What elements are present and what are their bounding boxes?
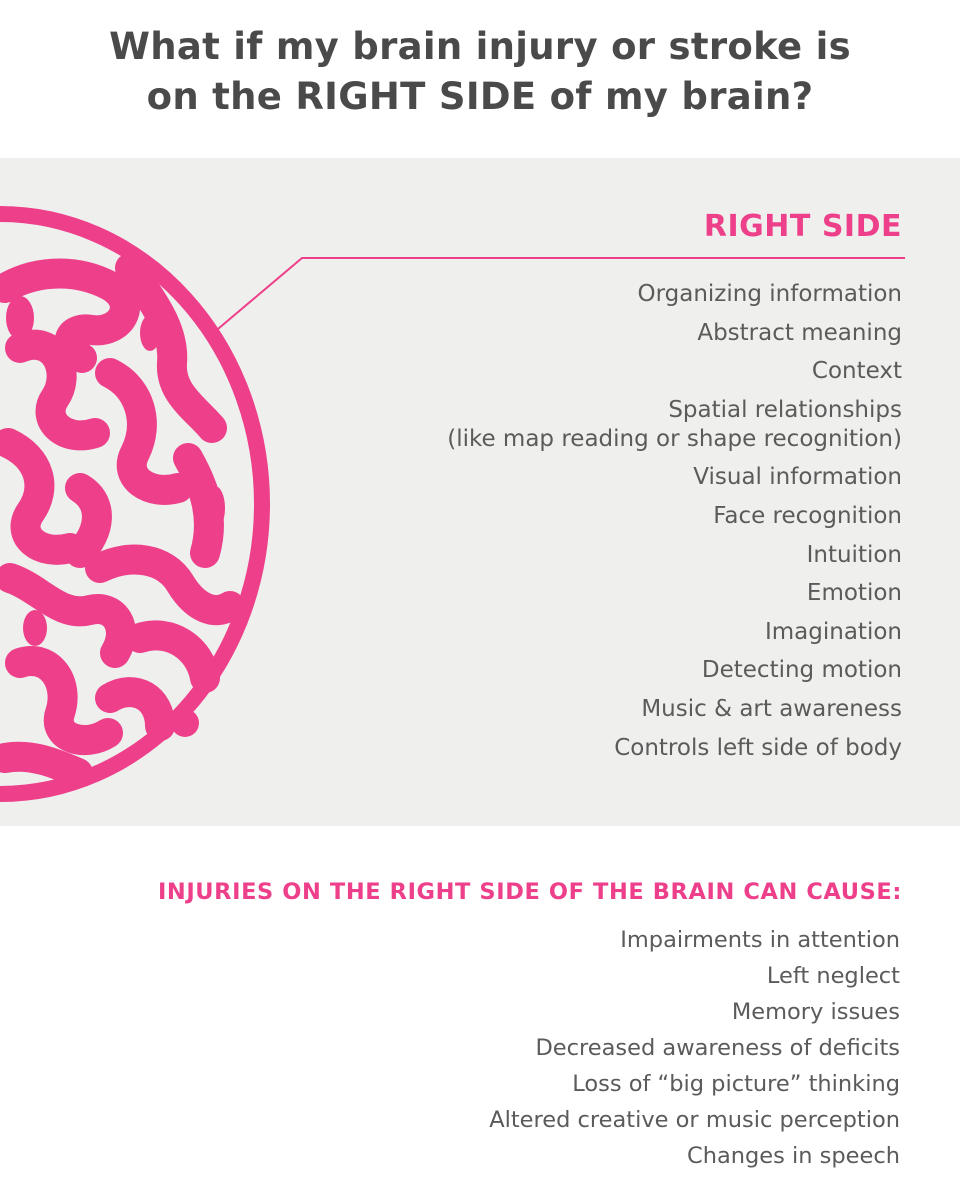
injury-item: Changes in speech: [686, 1143, 900, 1169]
injury-item: Altered creative or music perception: [489, 1107, 900, 1133]
injuries-list: Impairments in attention Left neglect Me…: [489, 922, 900, 1174]
page-title-line-2: on the RIGHT SIDE of my brain?: [146, 75, 814, 118]
right-side-functions-list: Organizing information Abstract meaning …: [447, 280, 902, 772]
function-item: Context: [811, 358, 902, 385]
function-item: Music & art awareness: [641, 695, 902, 722]
right-side-heading: RIGHT SIDE: [703, 209, 902, 244]
function-item: Organizing information: [637, 281, 902, 307]
brain-right-hemisphere-icon: [0, 206, 270, 802]
function-item: Face recognition: [713, 502, 902, 529]
injury-item: Loss of “big picture” thinking: [572, 1071, 900, 1097]
function-item: Detecting motion: [701, 657, 902, 684]
page-title-line-1: What if my brain injury or stroke is: [109, 25, 851, 68]
function-item: Intuition: [806, 541, 902, 568]
injury-item: Impairments in attention: [620, 927, 900, 953]
function-item: Spatial relationships (like map reading …: [447, 396, 902, 454]
function-item-line: Spatial relationships: [668, 396, 902, 423]
injury-item: Decreased awareness of deficits: [535, 1035, 900, 1061]
page-title: What if my brain injury or stroke is on …: [0, 22, 960, 122]
function-item: Imagination: [764, 618, 902, 645]
function-item: Controls left side of body: [614, 734, 902, 761]
function-item-note: (like map reading or shape recognition): [447, 425, 902, 452]
injury-item: Left neglect: [766, 963, 900, 989]
injuries-heading: INJURIES ON THE RIGHT SIDE OF THE BRAIN …: [157, 879, 902, 905]
right-side-panel: RIGHT SIDE Organizing information Abstra…: [0, 158, 960, 826]
function-item: Visual information: [693, 464, 902, 491]
function-item: Emotion: [806, 580, 902, 607]
function-item: Abstract meaning: [697, 319, 902, 346]
injury-item: Memory issues: [731, 999, 900, 1025]
